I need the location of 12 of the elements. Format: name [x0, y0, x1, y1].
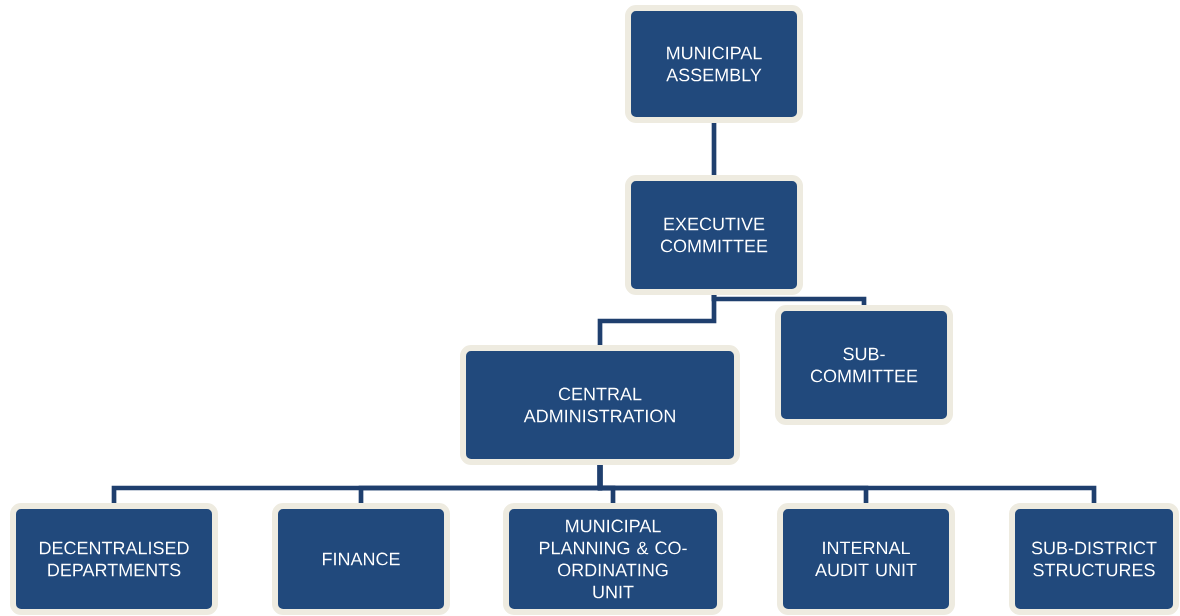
connector-line [711, 123, 717, 175]
connector-line [711, 295, 867, 305]
org-box: MUNICIPAL PLANNING & CO-ORDINATING UNIT [503, 503, 723, 615]
connector-line [597, 465, 1097, 503]
org-box: SUB-DISTRICT STRUCTURES [1009, 503, 1179, 615]
org-box: DECENTRALISED DEPARTMENTS [10, 503, 218, 615]
org-box: INTERNAL AUDIT UNIT [777, 503, 955, 615]
org-box: MUNICIPAL ASSEMBLY [625, 5, 803, 123]
org-box: SUB-COMMITTEE [775, 305, 953, 425]
org-box: EXECUTIVE COMMITTEE [625, 175, 803, 295]
org-box: CENTRAL ADMINISTRATION [460, 345, 740, 465]
org-box: FINANCE [272, 503, 450, 615]
